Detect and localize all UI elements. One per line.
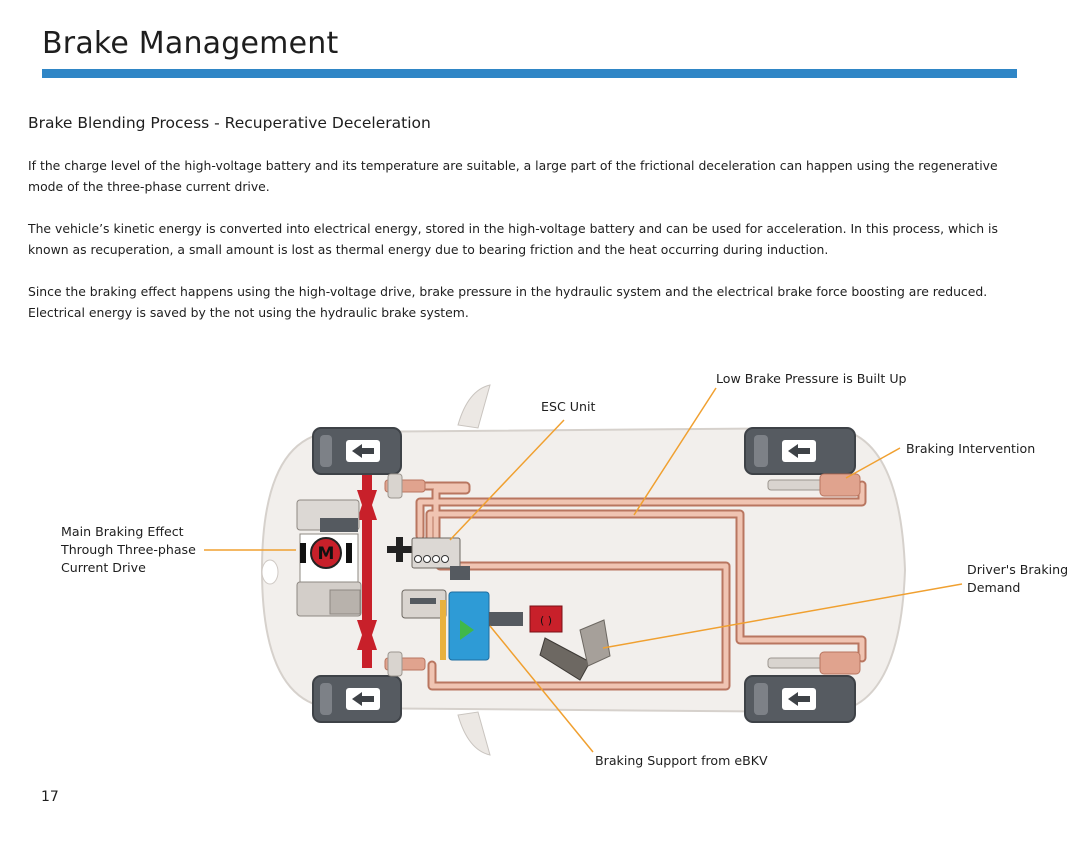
arrow-left-icon: [352, 692, 374, 706]
front-axle: [357, 468, 377, 668]
esc-unit: [411, 537, 470, 580]
page-number: 17: [41, 789, 59, 805]
brake-pedal-icon: [539, 619, 611, 681]
battery-plus-icon: [387, 537, 412, 562]
callout-braking-intervention: Braking Intervention: [906, 441, 1036, 456]
arrow-left-icon: [788, 444, 810, 458]
brake-lines: [415, 480, 867, 691]
leader-lines: [204, 387, 963, 753]
wheel-front-left: [312, 427, 426, 499]
callout-drivers-braking-demand: Driver's Braking Demand: [967, 562, 1069, 595]
brake-blending-diagram: M ( ): [0, 340, 1080, 800]
tow-eye: [261, 559, 279, 585]
three-phase-drive-unit: M: [296, 499, 362, 617]
callout-esc-unit: ESC Unit: [541, 399, 596, 414]
mirror-bottom: [457, 711, 491, 756]
ebkv-brake-booster: ( ): [401, 589, 563, 661]
wheel-rear-right: [744, 651, 861, 723]
arrow-left-icon: [788, 692, 810, 706]
title-rule: [42, 69, 1017, 78]
page-title: Brake Management: [42, 26, 339, 61]
svg-text:( ): ( ): [540, 614, 552, 627]
callout-braking-support: Braking Support from eBKV: [595, 753, 768, 768]
callout-low-brake-pressure: Low Brake Pressure is Built Up: [716, 371, 907, 386]
motor-icon: [310, 537, 342, 569]
arrow-left-icon: [352, 444, 374, 458]
paragraph-braking-effect: Since the braking effect happens using t…: [28, 284, 988, 320]
mirror-top: [457, 384, 491, 429]
booster-arrow-icon: [460, 620, 474, 640]
vehicle-illustration: M ( ): [204, 384, 963, 756]
section-heading: Brake Blending Process - Recuperative De…: [28, 114, 431, 132]
wheel-front-right: [312, 651, 426, 723]
motor-label: M: [318, 544, 335, 564]
paragraph-kinetic-energy: The vehicle’s kinetic energy is converte…: [28, 221, 998, 257]
paragraph-charge-level: If the charge level of the high-voltage …: [28, 158, 998, 194]
wheel-rear-left: [744, 427, 861, 497]
callout-main-braking-effect: Main Braking Effect Through Three-phase …: [61, 524, 196, 575]
